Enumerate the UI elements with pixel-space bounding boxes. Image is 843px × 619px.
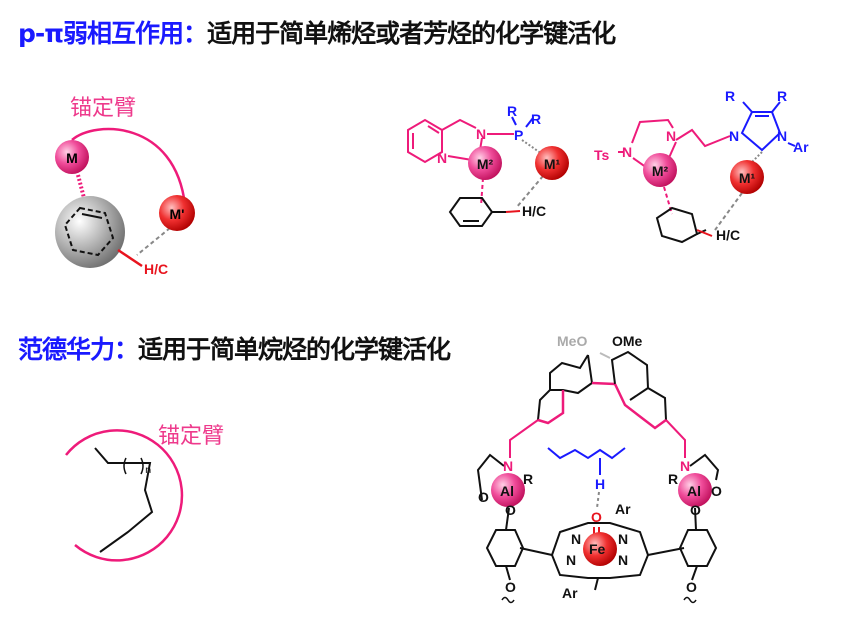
n-atom: N: [729, 128, 739, 144]
n-atom: N: [618, 552, 628, 568]
meo-group: MeO: [557, 333, 587, 349]
o-atom: O: [711, 483, 722, 499]
vdw-alkane-cartoon: 锚定臂 n: [65, 424, 224, 562]
pi-interaction-bond: [76, 174, 86, 199]
metal-m1-label: M¹: [544, 156, 561, 172]
phosphorus: P: [514, 127, 523, 143]
section1-title-rest: 适用于简单烯烃或者芳烃的化学键活化: [207, 19, 616, 48]
anchor-arm-arc: [71, 127, 187, 206]
iron-center: [583, 532, 617, 566]
section1-title-highlight: p-π弱相互作用：: [18, 19, 208, 48]
r-group: R: [507, 103, 517, 119]
anchor-arm-label: 锚定臂: [70, 96, 136, 121]
al-label: Al: [500, 483, 514, 499]
anchor-arm-label: 锚定臂: [158, 424, 224, 449]
r-group: R: [777, 88, 787, 104]
metal-m-prime: [159, 195, 195, 231]
benzene-ring-icon: [63, 206, 115, 257]
ts-group: Ts: [594, 147, 610, 163]
h-atom: H: [595, 476, 605, 492]
ome-group: OMe: [612, 333, 643, 349]
aluminum-left: [491, 473, 525, 507]
hc-label: H/C: [716, 227, 740, 243]
metal-m: [55, 140, 89, 174]
section2-title-rest: 适用于简单烷烃的化学键活化: [138, 335, 451, 364]
ar-group: Ar: [793, 139, 809, 155]
r-group: R: [523, 471, 533, 487]
aluminum-right: [678, 473, 712, 507]
section2-title-highlight: 范德华力：: [18, 335, 139, 364]
pyridine-n: N: [437, 150, 447, 166]
n-atom: N: [571, 531, 581, 547]
section1-title: p-π弱相互作用：适用于简单烯烃或者芳烃的化学键活化: [18, 14, 616, 50]
r-group: R: [725, 88, 735, 104]
n-atom: N: [618, 531, 628, 547]
nhc-ligand: Ts N N N N Ar R R M² M¹ H/C: [594, 88, 809, 244]
o-atom: O: [686, 579, 697, 595]
metal-m1: [730, 160, 764, 194]
amine-n: N: [476, 126, 486, 142]
o-atom: O: [505, 579, 516, 595]
o-atom: O: [690, 502, 701, 518]
o-atom: O: [478, 489, 489, 505]
anchor-arm-arc: [65, 429, 184, 562]
n-atom: N: [680, 458, 690, 474]
n-atom: N: [666, 128, 676, 144]
metal-m-label: M: [66, 150, 78, 166]
metal-m2: [643, 153, 677, 187]
r-group: R: [668, 471, 678, 487]
hc-label: H/C: [144, 261, 168, 277]
n-atom: N: [566, 552, 576, 568]
metal-m-prime-label: M': [170, 206, 185, 222]
pyridine-phosphine-ligand: N N P R R M² M¹ H/C: [407, 103, 569, 227]
n-atom: N: [777, 128, 787, 144]
porphyrin-complex: MeO OMe: [476, 333, 722, 604]
chain-subscript: n: [145, 465, 151, 476]
n-atom: N: [503, 458, 513, 474]
arene-sphere: [55, 196, 125, 268]
r-group: R: [531, 111, 541, 127]
n-atom: N: [622, 144, 632, 160]
section2-title: 范德华力：适用于简单烷烃的化学键活化: [18, 330, 451, 366]
metal-m1-label: M¹: [739, 170, 756, 186]
metal-m2-label: M²: [652, 163, 669, 179]
ar-group: Ar: [562, 585, 578, 601]
hc-label: H/C: [522, 203, 546, 219]
metal-m2-label: M²: [477, 156, 494, 172]
ch-bond: [117, 248, 143, 268]
al-label: Al: [687, 483, 701, 499]
metal-m1: [535, 146, 569, 180]
pi-interaction-cartoon: 锚定臂 M M' H/C: [55, 96, 195, 277]
fe-label: Fe: [589, 541, 606, 557]
oxo-atom: O: [591, 509, 602, 525]
o-atom: O: [505, 502, 516, 518]
metal-m2: [468, 146, 502, 180]
ar-group: Ar: [615, 501, 631, 517]
